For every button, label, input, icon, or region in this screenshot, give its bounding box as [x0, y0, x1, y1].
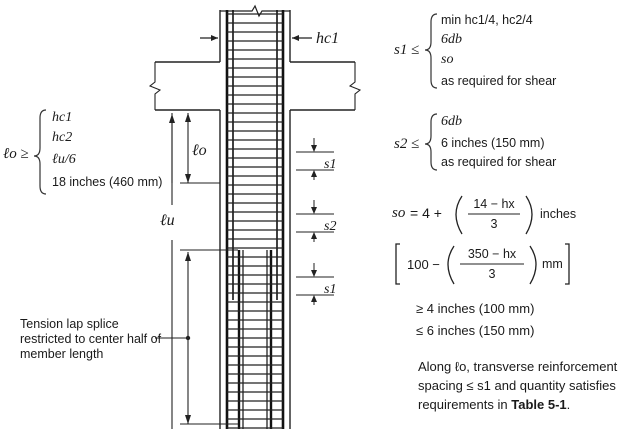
so-eq-equals: = 4 +: [410, 205, 442, 221]
so-eq-alt-prefix: 100 −: [407, 257, 440, 272]
lo-rule-item-18in: 18 inches (460 mm): [52, 175, 163, 189]
lo-rule-lhs: ℓo ≥: [3, 146, 29, 162]
lo-dimension-label: ℓo: [192, 142, 207, 159]
so-eq-denominator: 3: [490, 217, 498, 231]
so-eq-alt-denominator: 3: [488, 267, 496, 281]
lu-dimension-label: ℓu: [160, 212, 175, 229]
splice-note-line-2: restricted to center half of: [20, 332, 162, 346]
s2-rule-item-shear: as required for shear: [441, 155, 557, 169]
s1-rule-item-min: min hc1/4, hc2/4: [441, 13, 533, 27]
so-eq-numerator: 14 − hx: [473, 197, 515, 211]
s1-top-spacing-label: s1: [324, 157, 337, 172]
limit-min: ≥ 4 inches (100 mm): [416, 301, 535, 316]
s1-rule-lhs: s1 ≤: [394, 42, 420, 58]
s1-rule-item-shear: as required for shear: [441, 74, 557, 88]
s2-rule-item-6in: 6 inches (150 mm): [441, 136, 545, 150]
so-eq-alt-numerator: 350 − hx: [467, 247, 517, 261]
hc1-dimension-label: hc1: [316, 30, 340, 47]
limit-max: ≤ 6 inches (150 mm): [416, 323, 535, 338]
s1-rule-item-so: so: [441, 52, 454, 67]
s2-spacing-label: s2: [324, 219, 337, 234]
so-eq-lhs: so: [392, 205, 406, 221]
s2-rule-item-6db: 6db: [441, 114, 462, 129]
along-note-line-2: spacing ≤ s1 and quantity satisfies: [418, 378, 616, 393]
so-eq-unit-inches: inches: [540, 207, 577, 221]
along-note-line-1: Along ℓo, transverse reinforcement: [418, 359, 618, 374]
lo-rule-item-lu6: ℓu/6: [52, 152, 76, 167]
so-eq-unit-mm: mm: [542, 257, 563, 271]
along-note-line-3: requirements in Table 5-1.: [418, 397, 571, 412]
lo-rule-item-hc1: hc1: [52, 110, 73, 125]
s1-rule-item-6db: 6db: [441, 32, 462, 47]
lo-rule-item-hc2: hc2: [52, 130, 73, 145]
splice-note-line-3: member length: [20, 347, 104, 361]
s2-rule-lhs: s2 ≤: [394, 136, 420, 152]
s1-bottom-spacing-label: s1: [324, 282, 337, 297]
table-reference: Table 5-1: [511, 397, 567, 412]
splice-note-line-1: Tension lap splice: [20, 317, 119, 331]
